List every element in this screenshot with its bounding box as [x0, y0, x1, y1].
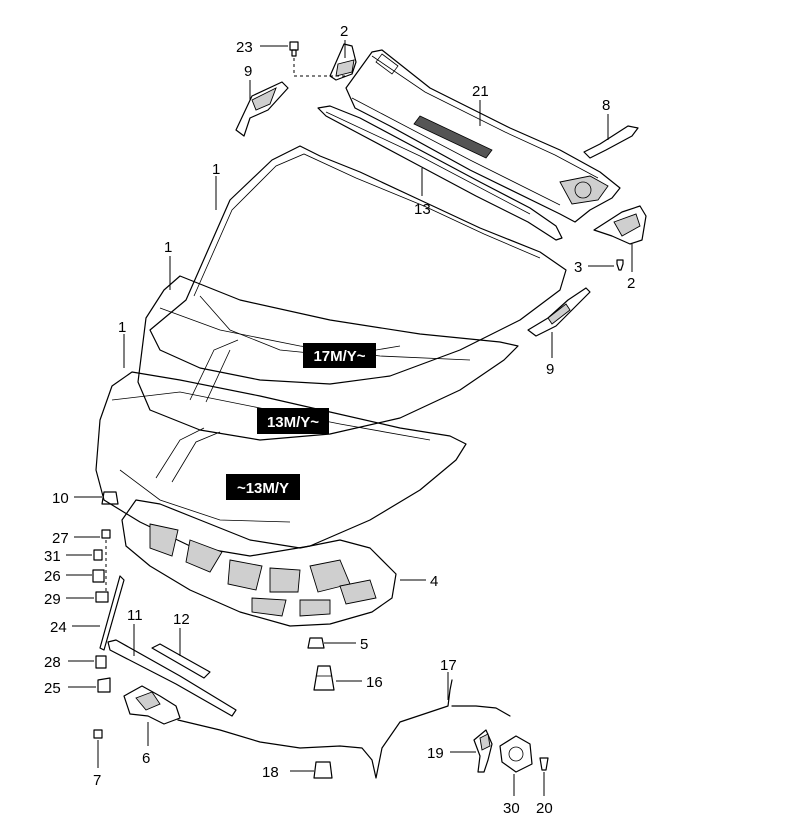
hood-stay-rod-24	[99, 575, 125, 651]
hood-release-cable-17	[177, 679, 511, 779]
version-badge-17my: 17M/Y~	[303, 343, 376, 368]
callout-16: 16	[366, 674, 383, 691]
badge-label: 17M/Y~	[313, 348, 365, 365]
callout-7: 7	[93, 772, 101, 789]
callout-20: 20	[536, 800, 553, 817]
callout-5: 5	[360, 636, 368, 653]
bolt-7	[93, 729, 103, 739]
cowl-top-cover	[345, 49, 621, 223]
version-badge-13my: 13M/Y~	[257, 408, 329, 434]
callout-1-middle: 1	[164, 239, 172, 256]
callout-10: 10	[52, 490, 69, 507]
callout-21: 21	[472, 83, 489, 100]
callout-9-lower: 9	[546, 361, 554, 378]
callout-30: 30	[503, 800, 520, 817]
clip-28	[95, 655, 107, 669]
callout-9-upper: 9	[244, 63, 252, 80]
callout-13: 13	[414, 201, 431, 218]
hood-hinge-bracket-lower	[527, 287, 591, 337]
leader-lines	[66, 40, 633, 796]
hood-insulator	[121, 499, 397, 627]
clip-5	[307, 637, 325, 649]
callout-19: 19	[427, 745, 444, 762]
clip-31	[93, 549, 103, 561]
callout-1-bottom: 1	[118, 319, 126, 336]
bracket-25	[97, 677, 111, 693]
bolt-23	[289, 41, 345, 77]
callout-31: 31	[44, 548, 61, 565]
holder-29	[95, 591, 109, 603]
callout-25: 25	[44, 680, 61, 697]
callout-29: 29	[44, 591, 61, 608]
release-handle-19	[473, 729, 493, 773]
callout-24: 24	[50, 619, 67, 636]
bumper-16	[313, 665, 335, 691]
badge-label: ~13M/Y	[237, 480, 289, 497]
grommet-26	[92, 569, 105, 583]
clip-18	[313, 761, 333, 779]
callout-6: 6	[142, 750, 150, 767]
callout-17: 17	[440, 657, 457, 674]
handle-bracket-30	[499, 735, 533, 773]
callout-12: 12	[173, 611, 190, 628]
callout-18: 18	[262, 764, 279, 781]
callout-8: 8	[602, 97, 610, 114]
callout-2-upper: 2	[340, 23, 348, 40]
screw-20	[539, 757, 549, 771]
pad-12	[151, 643, 211, 679]
callout-3: 3	[574, 259, 582, 276]
callout-11: 11	[127, 607, 143, 624]
hood-hinge-left	[329, 43, 357, 81]
callout-26: 26	[44, 568, 61, 585]
hood-hinge-bracket-upper	[235, 81, 289, 137]
callout-1-top: 1	[212, 161, 220, 178]
callout-23: 23	[236, 39, 253, 56]
version-badge-to13my: ~13M/Y	[226, 474, 300, 500]
callout-27: 27	[52, 530, 69, 547]
hood-seal-strip	[317, 105, 563, 241]
hood-seal-11	[107, 639, 237, 717]
callout-numbers: 23 2 9 21 8 1 13 1 3 2 1 9 10 27 31 26 4…	[44, 23, 635, 817]
callout-28: 28	[44, 654, 61, 671]
badge-label: 13M/Y~	[267, 414, 319, 431]
bolt-3	[616, 259, 624, 271]
callout-2-lower: 2	[627, 275, 635, 292]
seal-8	[583, 125, 639, 159]
hood-hinge-right	[593, 205, 647, 245]
clip-27	[101, 529, 111, 594]
bumper-10	[101, 491, 119, 505]
callout-4: 4	[430, 573, 438, 590]
hood-latch-6	[123, 685, 181, 725]
